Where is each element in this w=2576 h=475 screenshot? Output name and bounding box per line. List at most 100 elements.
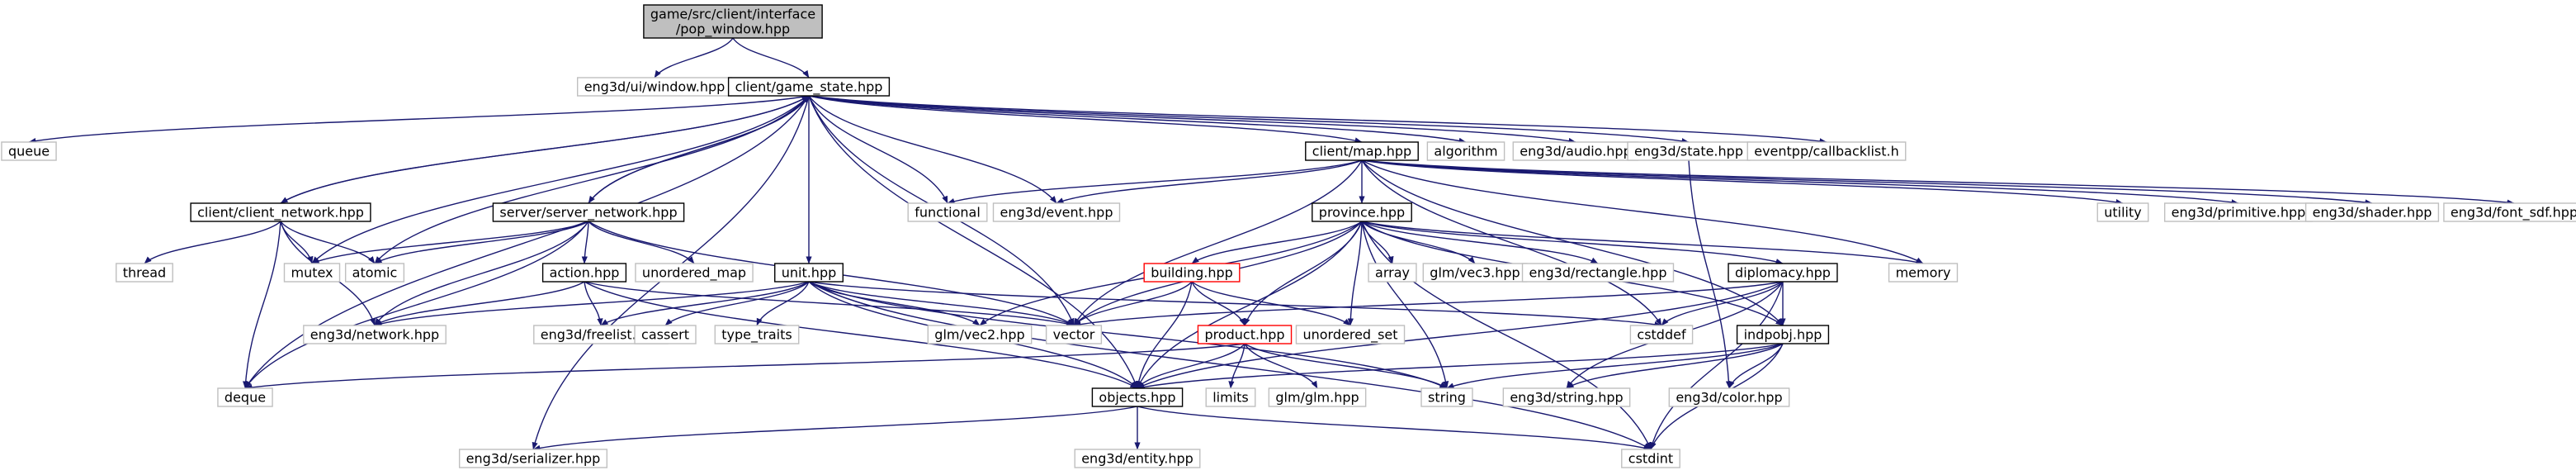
node-color[interactable]: eng3d/color.hpp (1668, 387, 1790, 407)
edge-unit-to-cstddef (808, 281, 1662, 328)
node-label: indpobj.hpp (1744, 327, 1822, 343)
node-memory[interactable]: memory (1888, 263, 1959, 283)
node-label: eng3d/primitive.hpp (2172, 205, 2306, 221)
node-type_traits[interactable]: type_traits (714, 325, 800, 344)
edge-pop_window-to-eng3d_ui_window (654, 37, 734, 78)
edge-building-to-unordered_set (1191, 281, 1351, 326)
edge-product-to-string (1244, 343, 1448, 389)
edge-unit-to-network (374, 281, 810, 326)
node-atomic[interactable]: atomic (344, 263, 405, 283)
node-eng3d_string[interactable]: eng3d/string.hpp (1502, 387, 1631, 407)
node-building[interactable]: building.hpp (1143, 263, 1241, 283)
node-queue[interactable]: queue (1, 141, 57, 161)
node-font_sdf[interactable]: eng3d/font_sdf.hpp (2443, 202, 2576, 222)
node-state[interactable]: eng3d/state.hpp (1627, 141, 1751, 161)
node-thread[interactable]: thread (116, 263, 173, 283)
node-label: eng3d/serializer.hpp (466, 451, 601, 467)
node-label: building.hpp (1151, 265, 1233, 281)
edge-client_map-to-primitive (1361, 159, 2239, 206)
node-box (1, 141, 57, 161)
node-string[interactable]: string (1420, 387, 1473, 407)
node-game_state[interactable]: client/game_state.hpp (727, 77, 891, 97)
dependency-edges (28, 37, 2515, 451)
edge-indpobj-to-objects (1137, 343, 1784, 390)
edge-product-to-glm (1244, 343, 1318, 389)
node-box (344, 263, 405, 283)
node-unordered_map[interactable]: unordered_map (635, 263, 754, 283)
node-box (774, 263, 844, 283)
node-client_network[interactable]: client/client_network.hpp (190, 202, 371, 222)
node-vec3[interactable]: glm/vec3.hpp (1422, 263, 1528, 283)
node-province[interactable]: province.hpp (1312, 202, 1412, 222)
edge-game_state-to-queue (28, 95, 810, 145)
node-array[interactable]: array (1368, 263, 1417, 283)
edge-game_state-to-algorithm (808, 95, 1467, 144)
node-server_network[interactable]: server/server_network.hpp (492, 202, 685, 222)
node-objects[interactable]: objects.hpp (1091, 387, 1184, 407)
node-diplomacy[interactable]: diplomacy.hpp (1728, 263, 1838, 283)
node-vector[interactable]: vector (1045, 325, 1103, 344)
node-limits[interactable]: limits (1205, 387, 1256, 407)
node-box (1629, 325, 1694, 344)
node-box (1668, 387, 1790, 407)
node-functional[interactable]: functional (907, 202, 988, 222)
edge-client_map-to-memory (1361, 159, 1924, 264)
node-label: diplomacy.hpp (1735, 265, 1831, 281)
edge-building-to-product (1191, 281, 1245, 326)
edge-game_state-to-client_map (808, 95, 1363, 144)
node-primitive[interactable]: eng3d/primitive.hpp (2163, 202, 2314, 222)
node-label: glm/vec2.hpp (934, 327, 1024, 343)
node-cassert[interactable]: cassert (634, 325, 697, 344)
node-algorithm[interactable]: algorithm (1426, 141, 1505, 161)
node-deque[interactable]: deque (217, 387, 273, 407)
node-label: server/server_network.hpp (499, 205, 677, 221)
node-eng3d_ui_window[interactable]: eng3d/ui/window.hpp (576, 77, 733, 97)
node-box (2443, 202, 2576, 222)
edge-diplomacy-to-cstdint (1649, 281, 1784, 450)
node-label: unordered_set (1302, 327, 1397, 344)
node-label: eng3d/string.hpp (1510, 390, 1623, 406)
node-product[interactable]: product.hpp (1197, 325, 1293, 344)
node-vec2[interactable]: glm/vec2.hpp (927, 325, 1033, 344)
node-cstddef[interactable]: cstddef (1629, 325, 1694, 344)
node-glm[interactable]: glm/glm.hpp (1268, 387, 1367, 407)
node-cstdint[interactable]: cstdint (1621, 449, 1680, 468)
node-box (1091, 387, 1184, 407)
edge-unit-to-vector (808, 281, 1075, 326)
node-event[interactable]: eng3d/event.hpp (992, 202, 1121, 222)
node-box (217, 387, 273, 407)
node-label: glm/glm.hpp (1275, 390, 1359, 406)
node-box (1621, 449, 1680, 468)
node-label: cstddef (1637, 327, 1686, 343)
node-label: eng3d/entity.hpp (1081, 451, 1193, 467)
node-audio[interactable]: eng3d/audio.hpp (1512, 141, 1639, 161)
node-pop_window[interactable]: game/src/client/interface/pop_window.hpp (643, 4, 823, 39)
edge-action-to-network (374, 281, 585, 326)
node-box (2096, 202, 2149, 222)
node-client_map[interactable]: client/map.hpp (1305, 141, 1419, 161)
edge-building-to-objects (1135, 281, 1193, 389)
node-unit[interactable]: unit.hpp (774, 263, 844, 283)
edge-province-to-cstdint (1361, 221, 1652, 450)
node-label: product.hpp (1204, 327, 1284, 343)
node-action[interactable]: action.hpp (541, 263, 627, 283)
node-callbacklist[interactable]: eventpp/callbacklist.h (1746, 141, 1907, 161)
node-rectangle[interactable]: eng3d/rectangle.hpp (1521, 263, 1675, 283)
node-shader[interactable]: eng3d/shader.hpp (2304, 202, 2440, 222)
node-utility[interactable]: utility (2096, 202, 2149, 222)
node-entity[interactable]: eng3d/entity.hpp (1074, 449, 1201, 468)
node-unordered_set[interactable]: unordered_set (1295, 325, 1406, 344)
node-mutex[interactable]: mutex (283, 263, 341, 283)
node-label: /pop_window.hpp (676, 21, 790, 38)
edge-product-to-objects (1137, 343, 1245, 389)
node-label: game/src/client/interface (650, 7, 815, 22)
node-network[interactable]: eng3d/network.hpp (303, 325, 447, 344)
node-box (190, 202, 371, 222)
node-serializer[interactable]: eng3d/serializer.hpp (458, 449, 608, 468)
edge-game_state-to-mutex (311, 95, 810, 264)
node-box (1268, 387, 1367, 407)
node-box (1205, 387, 1256, 407)
node-label: thread (123, 265, 166, 281)
edge-state-to-color (1688, 159, 1732, 389)
node-indpobj[interactable]: indpobj.hpp (1736, 325, 1830, 344)
